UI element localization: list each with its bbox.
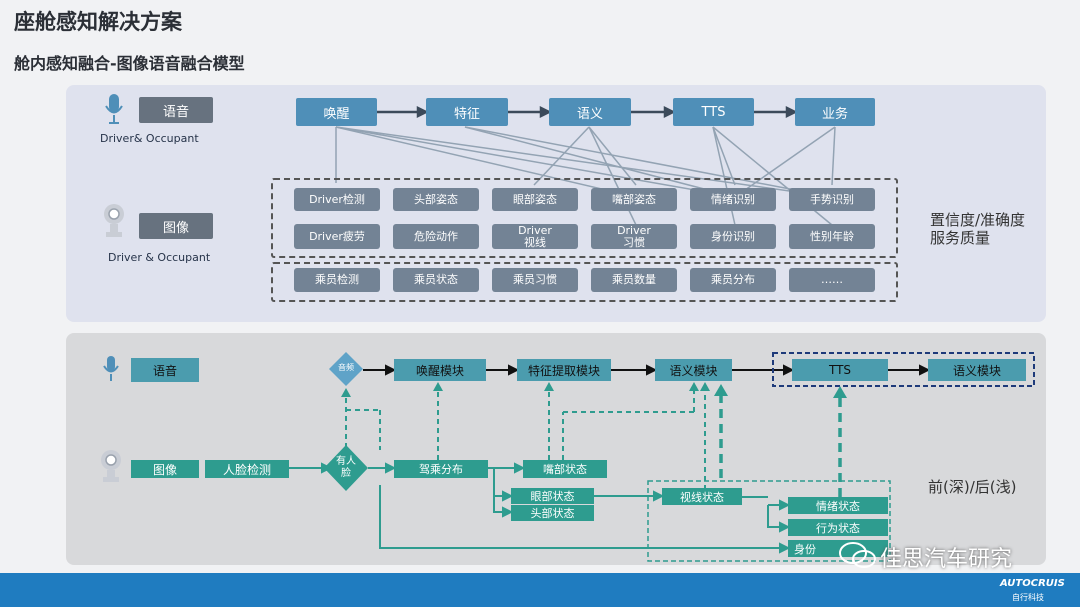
identity-state: 身份 <box>788 540 888 557</box>
eye-state: 眼部状态 <box>511 488 594 504</box>
wake-module: 唤醒模块 <box>394 359 486 381</box>
feature-chip: 嘴部姿态 <box>591 188 677 211</box>
pipeline-feature: 特征 <box>426 98 508 126</box>
behavior-state: 行为状态 <box>788 519 888 536</box>
semantic-module-final: 语义模块 <box>928 359 1026 381</box>
gaze-state: 视线状态 <box>662 488 742 505</box>
bottom-image-tag: 图像 <box>131 460 199 478</box>
brand-logo-sub: 自行科技 <box>1012 593 1044 602</box>
feature-chip: Driver 视线 <box>492 224 578 249</box>
occupant-chip: 乘员状态 <box>393 268 479 292</box>
occupant-distribution: 驾乘分布 <box>394 460 488 478</box>
head-state: 头部状态 <box>511 505 594 521</box>
front-rear-label: 前(深)/后(浅) <box>928 478 1017 496</box>
page-subtitle: 舱内感知融合-图像语音融合模型 <box>14 54 245 73</box>
semantic-module: 语义模块 <box>655 359 732 381</box>
feature-module: 特征提取模块 <box>517 359 611 381</box>
occupant-chip: 乘员数量 <box>591 268 677 292</box>
brand-logo: AUTOCRUIS <box>1000 578 1065 589</box>
occupant-features-box <box>271 262 898 302</box>
camera-icon <box>101 450 121 482</box>
microphone-icon <box>103 356 119 381</box>
feature-chip: Driver检测 <box>294 188 380 211</box>
microphone-icon <box>105 94 123 124</box>
image-tag: 图像 <box>139 213 213 239</box>
occupant-chip: 乘员检测 <box>294 268 380 292</box>
feature-chip: 手势识别 <box>789 188 875 211</box>
feature-chip: Driver 习惯 <box>591 224 677 249</box>
feature-chip: 头部姿态 <box>393 188 479 211</box>
confidence-label: 置信度/准确度 服务质量 <box>930 211 1026 247</box>
feature-chip: 危险动作 <box>393 224 479 249</box>
wechat-icon <box>839 542 876 568</box>
feature-chip: 情绪识别 <box>690 188 776 211</box>
audio-decision <box>329 352 363 386</box>
page-title: 座舱感知解决方案 <box>14 10 182 34</box>
occupant-chip: 乘员习惯 <box>492 268 578 292</box>
pipeline-tts: TTS <box>673 98 754 126</box>
image-features-box <box>271 178 898 258</box>
face-decision <box>324 445 368 491</box>
image-caption: Driver & Occupant <box>108 251 211 264</box>
face-detect: 人脸检测 <box>205 460 289 478</box>
occupant-chip: 乘员分布 <box>690 268 776 292</box>
camera-icon <box>104 204 124 237</box>
occupant-chip: …… <box>789 268 875 292</box>
watermark-text: 佳思汽车研究 <box>880 547 1013 572</box>
feature-chip: 眼部姿态 <box>492 188 578 211</box>
pipeline-business: 业务 <box>795 98 875 126</box>
feature-chip: Driver疲劳 <box>294 224 380 249</box>
voice-caption: Driver& Occupant <box>100 132 199 145</box>
voice-tag: 语音 <box>139 97 213 123</box>
pipeline-semantic: 语义 <box>549 98 631 126</box>
feature-chip: 身份识别 <box>690 224 776 249</box>
face-decision-label: 有人 脸 <box>336 456 356 479</box>
emotion-state: 情绪状态 <box>788 497 888 514</box>
feature-chip: 性别年龄 <box>789 224 875 249</box>
tts-module: TTS <box>792 359 888 381</box>
footer-bar <box>0 573 1080 607</box>
pipeline-wake: 唤醒 <box>296 98 377 126</box>
audio-decision-label: 音频 <box>338 363 354 372</box>
bottom-voice-tag: 语音 <box>131 358 199 382</box>
mouth-state: 嘴部状态 <box>523 460 607 478</box>
